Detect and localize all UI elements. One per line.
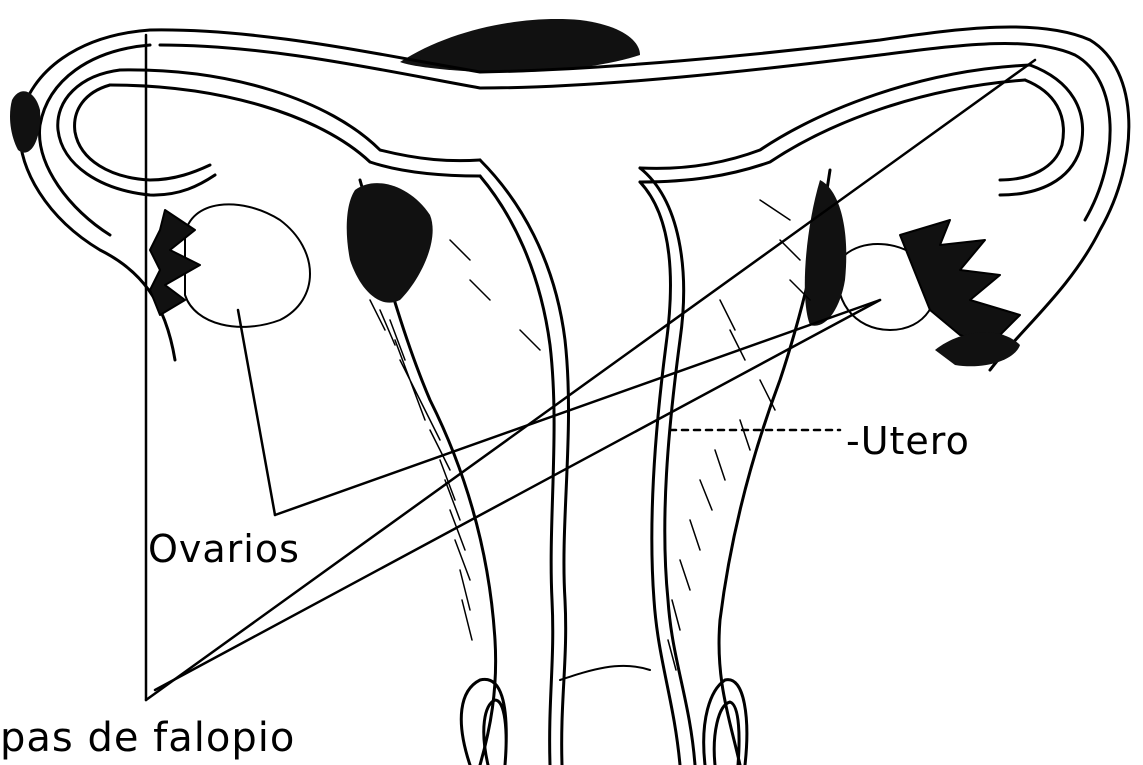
right-fimbriae: [900, 220, 1020, 345]
right-outer-shade: [935, 332, 1020, 366]
left-fimbriae: [150, 210, 200, 315]
cervix-center: [560, 666, 650, 680]
left-outer-shade: [10, 91, 40, 152]
label-trompas-de-falopio: pas de falopio: [0, 718, 295, 758]
left-ligament-shading: [347, 183, 433, 302]
right-tube: [1000, 65, 1083, 195]
left-tube: [58, 70, 215, 195]
leader-lines: [146, 35, 1035, 700]
right-tube-top: [640, 65, 1030, 182]
outer-outline-inner: [40, 43, 1111, 235]
left-ovary: [185, 204, 310, 327]
cervix-right: [704, 680, 747, 765]
label-utero: -Utero: [846, 422, 970, 460]
uterine-cavity: [480, 160, 695, 765]
label-ovarios: Ovarios: [148, 530, 300, 568]
left-tube-top: [110, 70, 480, 176]
